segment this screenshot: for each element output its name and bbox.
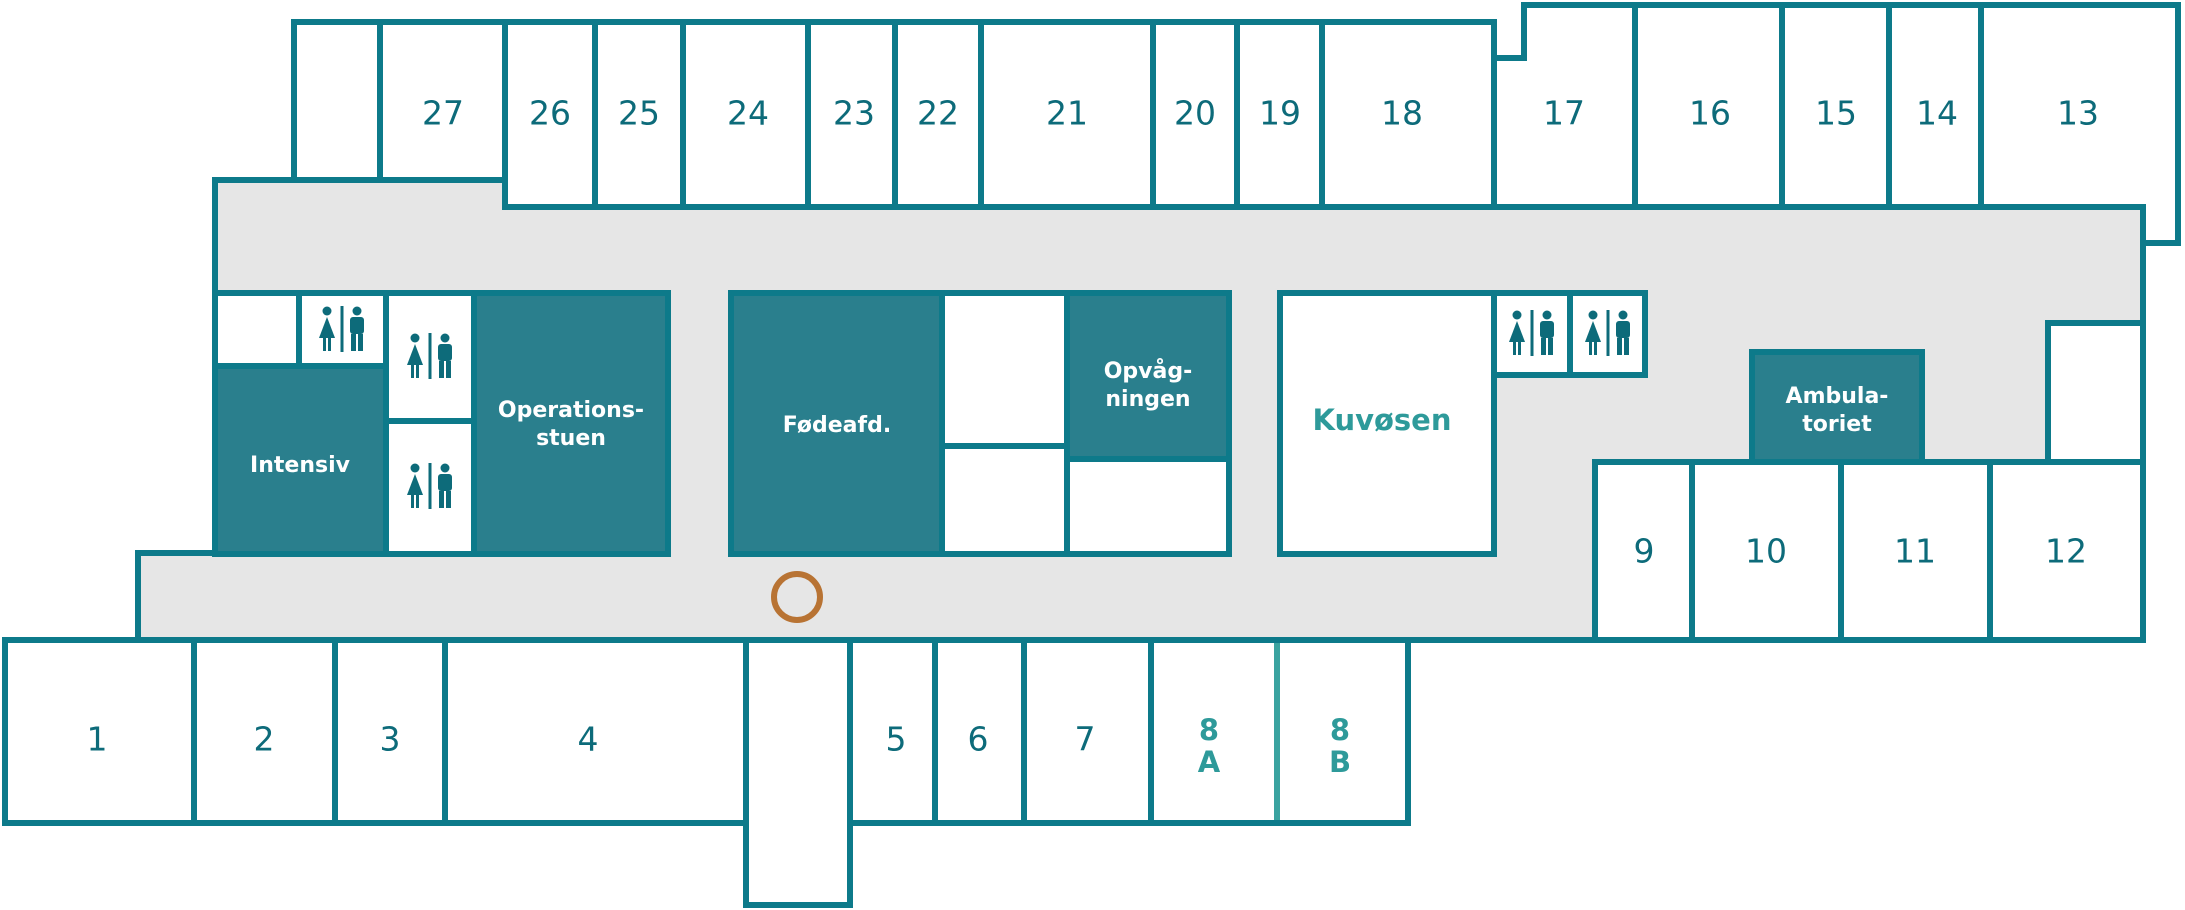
department-intensiv[interactable] (212, 363, 389, 557)
room-20[interactable] (1150, 19, 1240, 210)
room-number: 26 (529, 94, 571, 133)
room-25[interactable] (592, 19, 686, 210)
department-label: Fødeafd. (783, 413, 891, 438)
room-number: 17 (1543, 94, 1585, 133)
department-ambulatoriet[interactable] (1749, 349, 1925, 465)
room-16[interactable] (1632, 2, 1785, 210)
bottom-rooms: 1 2 3 4 5 6 7 8 A 8 B (2, 637, 1411, 908)
room-number: 25 (618, 94, 660, 133)
room-number: 2 (254, 720, 275, 759)
middle-block: Fødeafd. Opvåg- ningen (728, 290, 1232, 557)
department-label: toriet (1802, 412, 1872, 437)
room-number: A (1198, 745, 1221, 779)
room-number: 18 (1381, 94, 1423, 133)
room-number: 7 (1075, 720, 1096, 759)
room-1[interactable] (2, 637, 197, 826)
department-label: stuen (536, 426, 606, 451)
room-blank-right[interactable] (2045, 320, 2146, 465)
top-rooms: 27 26 25 24 23 22 21 20 19 18 17 16 15 1… (291, 2, 2181, 246)
department-fodeafd[interactable] (728, 290, 945, 557)
room-number: 6 (968, 720, 989, 759)
department-kuvosen[interactable] (1277, 290, 1497, 557)
left-block: Intensiv Operations- stuen (212, 290, 671, 557)
room-number: 22 (917, 94, 959, 133)
department-label: Kuvøsen (1312, 403, 1451, 437)
department-label: Operations- (498, 398, 644, 423)
restroom-icon (407, 333, 452, 379)
department-operationsstuen[interactable] (471, 290, 671, 557)
room-small[interactable] (212, 290, 302, 369)
room-13[interactable] (1978, 2, 2181, 246)
room-9[interactable] (1592, 459, 1695, 643)
room-blank-3[interactable] (1064, 456, 1232, 557)
room-number: B (1329, 745, 1351, 779)
room-number: 13 (2057, 94, 2099, 133)
room-number: 24 (727, 94, 769, 133)
room-number: 15 (1815, 94, 1857, 133)
room-number: 5 (886, 720, 907, 759)
restroom-icons (319, 306, 1630, 509)
room-27[interactable] (377, 19, 508, 183)
room-number: 27 (422, 94, 464, 133)
room-21[interactable] (978, 19, 1156, 210)
room-8a[interactable] (1148, 637, 1280, 826)
room-number: 10 (1745, 532, 1787, 571)
kuvosen-block: Kuvøsen (1277, 290, 1648, 557)
room-number: 12 (2045, 532, 2087, 571)
room-number: 4 (578, 720, 599, 759)
room-number: 21 (1046, 94, 1088, 133)
room-blank-1[interactable] (939, 290, 1070, 449)
room-number: 1 (87, 720, 108, 759)
room-number: 16 (1689, 94, 1731, 133)
stairwell[interactable] (743, 637, 853, 908)
room-number: 23 (833, 94, 875, 133)
restroom-icon (319, 306, 364, 352)
room-14[interactable] (1886, 2, 1984, 210)
room-number: 8 (1330, 713, 1350, 747)
room-number: 19 (1259, 94, 1301, 133)
room-number: 14 (1916, 94, 1958, 133)
department-label: ningen (1105, 387, 1190, 412)
room-number: 3 (380, 720, 401, 759)
restroom-icon (1509, 310, 1554, 356)
room-7[interactable] (1021, 637, 1154, 826)
department-label: Opvåg- (1104, 358, 1193, 384)
room-number: 8 (1199, 713, 1219, 747)
room-number: 11 (1894, 532, 1936, 571)
room-5[interactable] (847, 637, 938, 826)
restroom-icon (1585, 310, 1630, 356)
restroom-icon (407, 463, 452, 509)
room-22[interactable] (892, 19, 984, 210)
room-blank-2[interactable] (939, 443, 1070, 557)
room-24[interactable] (680, 19, 811, 210)
department-label: Intensiv (250, 453, 351, 478)
right-block: Ambula- toriet 9 10 11 12 (1592, 320, 2146, 643)
room-19[interactable] (1234, 19, 1325, 210)
you-are-here-marker (771, 571, 823, 623)
department-label: Ambula- (1786, 384, 1889, 409)
room-unnumbered-top[interactable] (291, 19, 383, 183)
room-12[interactable] (1987, 459, 2146, 643)
room-number: 9 (1634, 532, 1655, 571)
room-number: 20 (1174, 94, 1216, 133)
